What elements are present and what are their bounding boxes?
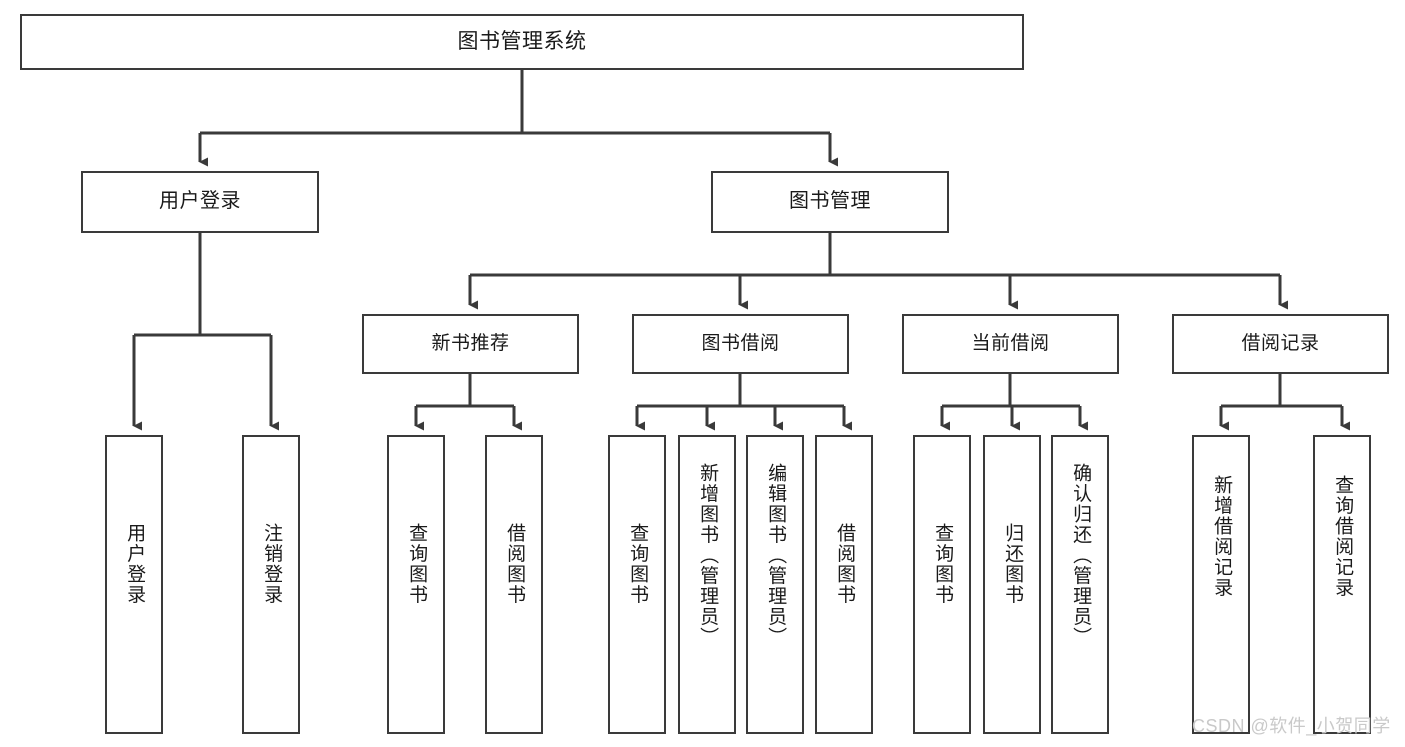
leaf-edit-book-admin[interactable]: 编辑图书（管理员） <box>746 435 804 734</box>
leaf-borrow-book-1-label: 借阅图书 <box>504 523 526 605</box>
leaf-query-borrow-record-label: 查询借阅记录 <box>1332 475 1354 598</box>
node-user-login-label: 用户登录 <box>159 190 241 213</box>
leaf-add-borrow-record[interactable]: 新增借阅记录 <box>1192 435 1250 734</box>
leaf-query-book-1[interactable]: 查询图书 <box>387 435 445 734</box>
leaf-query-book-3[interactable]: 查询图书 <box>913 435 971 734</box>
leaf-user-logout[interactable]: 注销登录 <box>242 435 300 734</box>
csdn-watermark: CSDN @软件_小贺同学 <box>1192 716 1391 736</box>
leaf-confirm-return-admin[interactable]: 确认归还（管理员） <box>1051 435 1109 734</box>
node-user-login[interactable]: 用户登录 <box>81 171 319 233</box>
leaf-user-logout-label: 注销登录 <box>261 523 283 605</box>
leaf-query-book-3-label: 查询图书 <box>932 523 954 605</box>
leaf-return-book[interactable]: 归还图书 <box>983 435 1041 734</box>
node-root-label: 图书管理系统 <box>457 29 587 53</box>
node-current-borrow-label: 当前借阅 <box>971 332 1050 354</box>
leaf-user-login-label: 用户登录 <box>124 523 146 605</box>
leaf-query-book-1-label: 查询图书 <box>406 523 428 605</box>
leaf-user-login[interactable]: 用户登录 <box>105 435 163 734</box>
node-book-manage[interactable]: 图书管理 <box>711 171 949 233</box>
node-book-borrow-label: 图书借阅 <box>701 332 780 354</box>
node-new-book-recommend[interactable]: 新书推荐 <box>362 314 579 374</box>
node-root[interactable]: 图书管理系统 <box>20 14 1024 70</box>
leaf-add-book-admin[interactable]: 新增图书（管理员） <box>678 435 736 734</box>
node-borrow-record[interactable]: 借阅记录 <box>1172 314 1389 374</box>
leaf-return-book-label: 归还图书 <box>1002 523 1024 605</box>
leaf-borrow-book-2-label: 借阅图书 <box>834 523 856 605</box>
leaf-query-book-2-label: 查询图书 <box>627 523 649 605</box>
node-borrow-record-label: 借阅记录 <box>1241 332 1320 354</box>
leaf-edit-book-admin-label: 编辑图书（管理员） <box>765 463 787 648</box>
leaf-add-borrow-record-label: 新增借阅记录 <box>1211 475 1233 598</box>
leaf-borrow-book-2[interactable]: 借阅图书 <box>815 435 873 734</box>
leaf-confirm-return-admin-label: 确认归还（管理员） <box>1070 463 1092 648</box>
node-book-manage-label: 图书管理 <box>789 190 871 213</box>
node-new-book-recommend-label: 新书推荐 <box>431 332 510 354</box>
leaf-borrow-book-1[interactable]: 借阅图书 <box>485 435 543 734</box>
leaf-add-book-admin-label: 新增图书（管理员） <box>697 463 719 648</box>
node-current-borrow[interactable]: 当前借阅 <box>902 314 1119 374</box>
leaf-query-borrow-record[interactable]: 查询借阅记录 <box>1313 435 1371 734</box>
node-book-borrow[interactable]: 图书借阅 <box>632 314 849 374</box>
leaf-query-book-2[interactable]: 查询图书 <box>608 435 666 734</box>
